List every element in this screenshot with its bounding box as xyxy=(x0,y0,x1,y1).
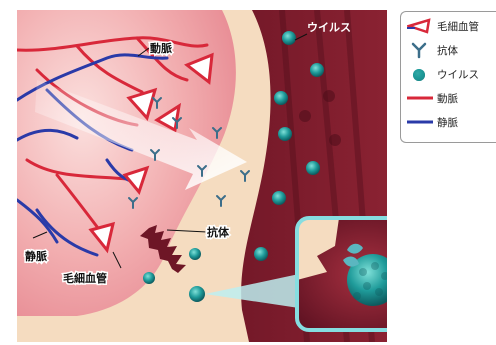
artery-line-icon xyxy=(407,88,433,108)
label-vein: 静脈 xyxy=(25,249,47,263)
legend-label-vein: 静脈 xyxy=(437,115,458,130)
legend-item-antibody: 抗体 xyxy=(407,40,458,60)
label-virus: ウイルス xyxy=(307,21,351,34)
virus-icon xyxy=(407,64,433,84)
legend-item-capillary: 毛細血管 xyxy=(407,16,479,36)
legend-label-artery: 動脈 xyxy=(437,91,458,106)
legend-item-artery: 動脈 xyxy=(407,88,458,108)
label-antibody: 抗体 xyxy=(207,225,230,239)
label-artery: 動脈 xyxy=(150,41,172,55)
legend-item-vein: 静脈 xyxy=(407,112,458,132)
capillary-icon xyxy=(407,16,433,36)
legend-label-antibody: 抗体 xyxy=(437,43,458,58)
antibody-icon xyxy=(407,40,433,60)
vein-line-icon xyxy=(407,112,433,132)
zoom-inset xyxy=(297,218,387,330)
legend-item-virus: ウイルス xyxy=(407,64,479,84)
legend-label-virus: ウイルス xyxy=(437,67,479,82)
legend-label-capillary: 毛細血管 xyxy=(437,19,479,34)
legend: 毛細血管 抗体 ウイルス 動脈 静脈 xyxy=(400,11,496,143)
immune-illustration: 動脈 静脈 毛細血管 抗体 ウイルス xyxy=(17,10,387,342)
label-capillary: 毛細血管 xyxy=(63,271,107,285)
